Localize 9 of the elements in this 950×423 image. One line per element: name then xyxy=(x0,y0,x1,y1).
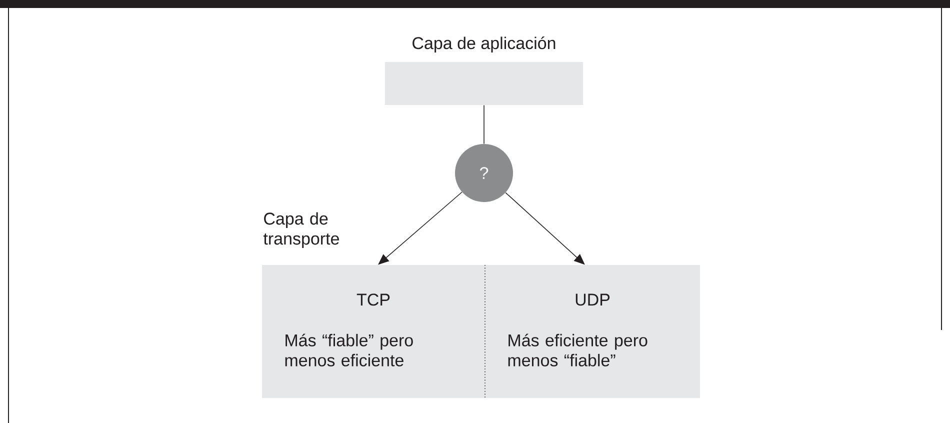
node-label: TCP xyxy=(356,294,390,306)
node-label: Capa de aplicación xyxy=(412,36,556,53)
node-label: Más “fiable” pero menos eficiente xyxy=(285,334,413,366)
node-label: Más eficiente pero menos “fiable” xyxy=(508,334,648,366)
node-label: UDP xyxy=(576,294,610,306)
protocol-box: TCP Más “fiable” pero menos eficiente xyxy=(262,265,485,398)
layer-box: Capa de aplicación xyxy=(385,36,583,105)
protocol-box: UDP Más eficiente pero menos “fiable” xyxy=(485,265,700,398)
layer-label: Capa de transporte xyxy=(263,212,339,248)
